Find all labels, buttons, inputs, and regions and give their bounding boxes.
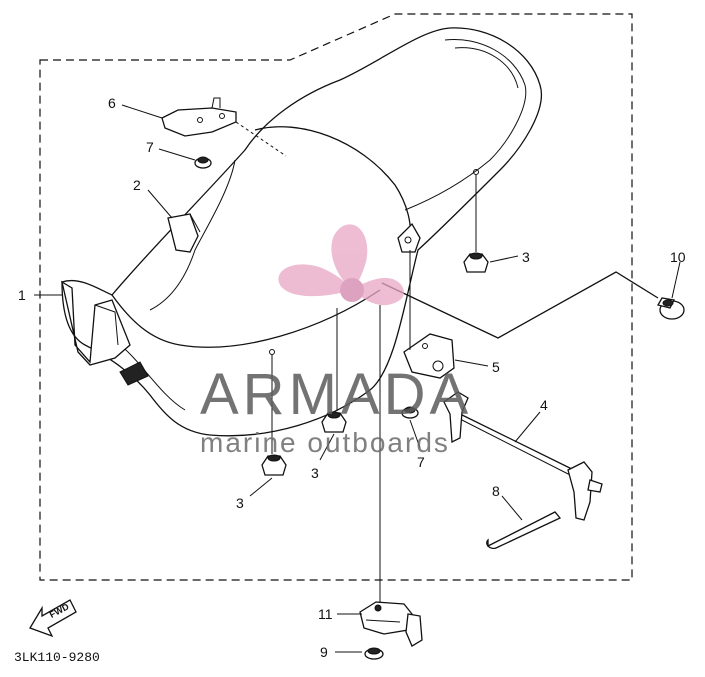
fwd-arrow-icon: FWD: [29, 599, 77, 638]
watermark-brand: ARMADA: [200, 362, 472, 427]
part-6-bracket: [161, 97, 287, 157]
part-3-damper-center: [321, 308, 347, 433]
propeller-logo-icon: [278, 224, 404, 306]
callout-7-upper: 7: [146, 139, 154, 155]
callout-10: 10: [670, 249, 686, 265]
callout-3-right: 3: [522, 249, 530, 265]
part-8-spring: [486, 511, 562, 550]
part-7-grommet-lower: [401, 406, 419, 419]
callout-11: 11: [318, 606, 333, 622]
part-4-lock-rod: [443, 391, 603, 521]
callout-7-lower: 7: [417, 454, 425, 470]
callout-2: 2: [133, 177, 141, 193]
callout-8: 8: [492, 483, 500, 499]
callout-5: 5: [492, 359, 500, 375]
callout-1: 1: [18, 287, 26, 303]
seat: [61, 27, 542, 437]
part-7-grommet-upper: [194, 156, 212, 169]
part-2-holder: [167, 213, 201, 253]
watermark: ARMADA marine outboards: [200, 224, 472, 458]
drawing-code: 3LK110-9280: [14, 650, 100, 665]
callout-3-left: 3: [236, 495, 244, 511]
assembly-boundary: [39, 13, 633, 581]
callout-4: 4: [540, 397, 548, 413]
watermark-tagline: marine outboards: [200, 427, 450, 458]
part-10-knob: [381, 271, 685, 339]
part-3-damper-right: [463, 169, 489, 273]
part-11-lock-assembly: [359, 305, 423, 647]
callout-9: 9: [320, 644, 328, 660]
leader-lines: [34, 104, 681, 653]
callout-3-center: 3: [311, 465, 319, 481]
part-5-latch-bracket: [403, 250, 455, 379]
part-9-cap: [364, 647, 384, 660]
part-3-damper-left: [261, 349, 287, 476]
callout-6: 6: [108, 95, 116, 111]
